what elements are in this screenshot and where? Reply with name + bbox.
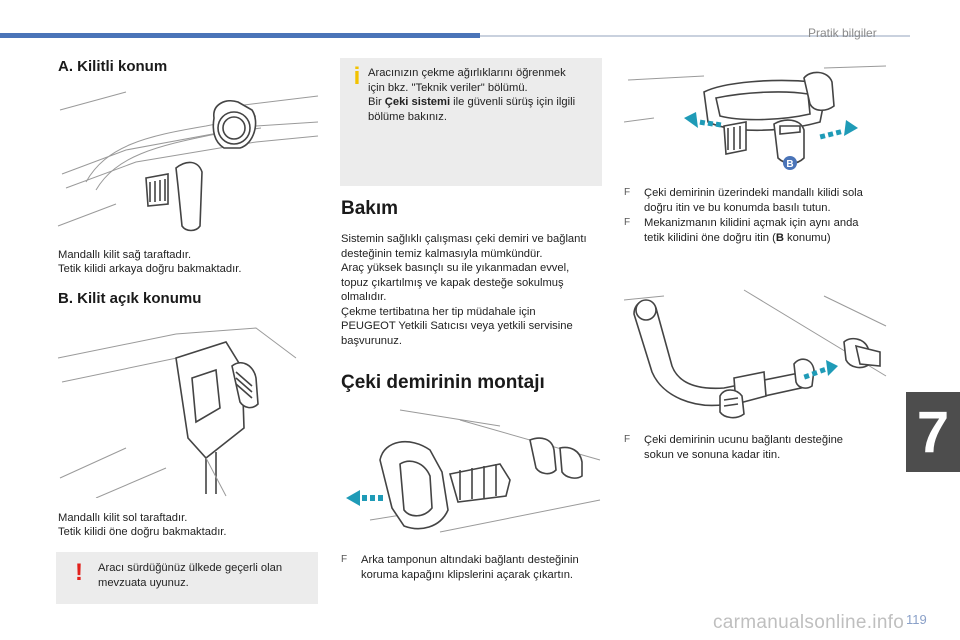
page-number: 119 xyxy=(906,612,927,627)
info-icon: i xyxy=(353,63,361,90)
illustration-unlocked-position xyxy=(56,318,320,498)
step-unlock-trigger: F Mekanizmanın kilidini açmak için aynı … xyxy=(624,216,894,246)
step-unlock-trigger-line2-pre: tetik kilidini öne doğru itin ( xyxy=(644,231,776,244)
maintenance-line3: Araç yüksek basınçlı su ile yıkanmadan e… xyxy=(341,262,570,274)
step-push-latch-line1: Çeki demirinin üzerindeki mandallı kilid… xyxy=(644,187,863,199)
info-text-line3-post: ile güvenli sürüş için ilgili xyxy=(450,96,576,108)
text-locked-line1: Mandallı kilit sağ taraftadır. xyxy=(58,249,192,261)
info-box: i Aracınızın çekme ağırlıklarını öğrenme… xyxy=(340,58,602,186)
step-unlock-trigger-line2-post: konumu) xyxy=(783,231,831,244)
position-b-label: B xyxy=(786,159,793,170)
info-text-line1: Aracınızın çekme ağırlıklarını öğrenmek xyxy=(368,67,566,79)
illustration-insert-tow-bar xyxy=(624,286,888,426)
step-insert-tow-bar-line2: sokun ve sonuna kadar itin. xyxy=(644,448,781,461)
step-remove-cover-line1: Arka tamponun altındaki bağlantı desteği… xyxy=(361,554,579,566)
step-insert-tow-bar-text: Çeki demirinin ucunu bağlantı desteğine … xyxy=(644,433,843,462)
step-remove-cover-line2: koruma kapağını klipslerini açarak çıkar… xyxy=(361,568,574,581)
maintenance-line8: başvurunuz. xyxy=(341,334,402,347)
bullet-f-icon: F xyxy=(624,434,631,445)
info-text-line3-pre: Bir xyxy=(368,96,385,108)
header-accent-bar xyxy=(0,33,480,38)
info-text-line3: Bir Çeki sistemi ile güvenli sürüş için … xyxy=(368,95,575,110)
illustration-press-latch: B xyxy=(624,62,888,180)
chapter-tab: 7 xyxy=(906,392,960,472)
illustration-remove-cover xyxy=(340,400,604,540)
info-text-line3-bold: Çeki sistemi xyxy=(384,96,451,108)
header-rule xyxy=(480,35,910,37)
warning-text: Aracı sürdüğünüz ülkede geçerli olan mev… xyxy=(98,561,282,590)
position-b-marker xyxy=(783,156,797,170)
step-unlock-trigger-line2: tetik kilidini öne doğru itin (B konumu) xyxy=(644,231,859,246)
info-text: Aracınızın çekme ağırlıklarını öğrenmek … xyxy=(368,66,575,124)
step-insert-tow-bar: F Çeki demirinin ucunu bağlantı desteğin… xyxy=(624,433,894,463)
text-locked-line2: Tetik kilidi arkaya doğru bakmaktadır. xyxy=(58,263,242,275)
illustration-locked-position xyxy=(56,86,320,236)
warning-icon: ! xyxy=(75,559,83,586)
maintenance-line2: desteğinin temiz kalmasıyla mümkündür. xyxy=(341,247,543,260)
step-unlock-trigger-text: Mekanizmanın kilidini açmak için aynı an… xyxy=(644,216,859,245)
warning-text-line2: mevzuata uyunuz. xyxy=(98,576,189,589)
warning-box: ! Aracı sürdüğünüz ülkede geçerli olan m… xyxy=(56,552,318,604)
maintenance-line6: Çekme tertibatına her tip müdahale için xyxy=(341,305,536,318)
step-push-latch: F Çeki demirinin üzerindeki mandallı kil… xyxy=(624,186,894,216)
maintenance-text: Sistemin sağlıklı çalışması çeki demiri … xyxy=(341,232,587,348)
step-push-latch-line2: doğru itin ve bu konumda basılı tutun. xyxy=(644,201,831,214)
bullet-f-icon: F xyxy=(624,217,631,228)
maintenance-line1: Sistemin sağlıklı çalışması çeki demiri … xyxy=(341,233,587,245)
bullet-f-icon: F xyxy=(341,554,348,565)
heading-maintenance: Bakım xyxy=(341,198,399,219)
maintenance-line7: PEUGEOT Yetkili Satıcısı veya yetkili se… xyxy=(341,320,573,332)
info-text-line4: bölüme bakınız. xyxy=(368,110,447,123)
step-unlock-trigger-line2-bold: B xyxy=(775,231,784,244)
step-insert-tow-bar-line1: Çeki demirinin ucunu bağlantı desteğine xyxy=(644,434,844,446)
step-remove-cover-text: Arka tamponun altındaki bağlantı desteği… xyxy=(361,553,579,582)
text-unlocked-line2: Tetik kilidi öne doğru bakmaktadır. xyxy=(58,526,227,538)
step-unlock-trigger-line1: Mekanizmanın kilidini açmak için aynı an… xyxy=(644,217,859,229)
heading-locked-position: A. Kilitli konum xyxy=(58,58,168,75)
heading-unlocked-position: B. Kilit açık konumu xyxy=(58,290,202,307)
step-push-latch-text: Çeki demirinin üzerindeki mandallı kilid… xyxy=(644,186,863,215)
section-title: Pratik bilgiler xyxy=(808,26,877,40)
info-text-line2: için bkz. "Teknik veriler" bölümü. xyxy=(368,81,528,94)
step-remove-cover: F Arka tamponun altındaki bağlantı deste… xyxy=(341,553,603,585)
maintenance-line4: topuz çıkartılmış ve kapak desteğe sokul… xyxy=(341,276,564,289)
warning-text-line1: Aracı sürdüğünüz ülkede geçerli olan xyxy=(98,562,283,574)
bullet-f-icon: F xyxy=(624,187,631,198)
heading-tow-bar-fitting: Çeki demirinin montajı xyxy=(341,372,545,393)
text-unlocked-line1: Mandallı kilit sol taraftadır. xyxy=(58,512,188,524)
watermark: carmanualsonline.info xyxy=(713,612,905,633)
maintenance-line5: olmalıdır. xyxy=(341,291,387,303)
